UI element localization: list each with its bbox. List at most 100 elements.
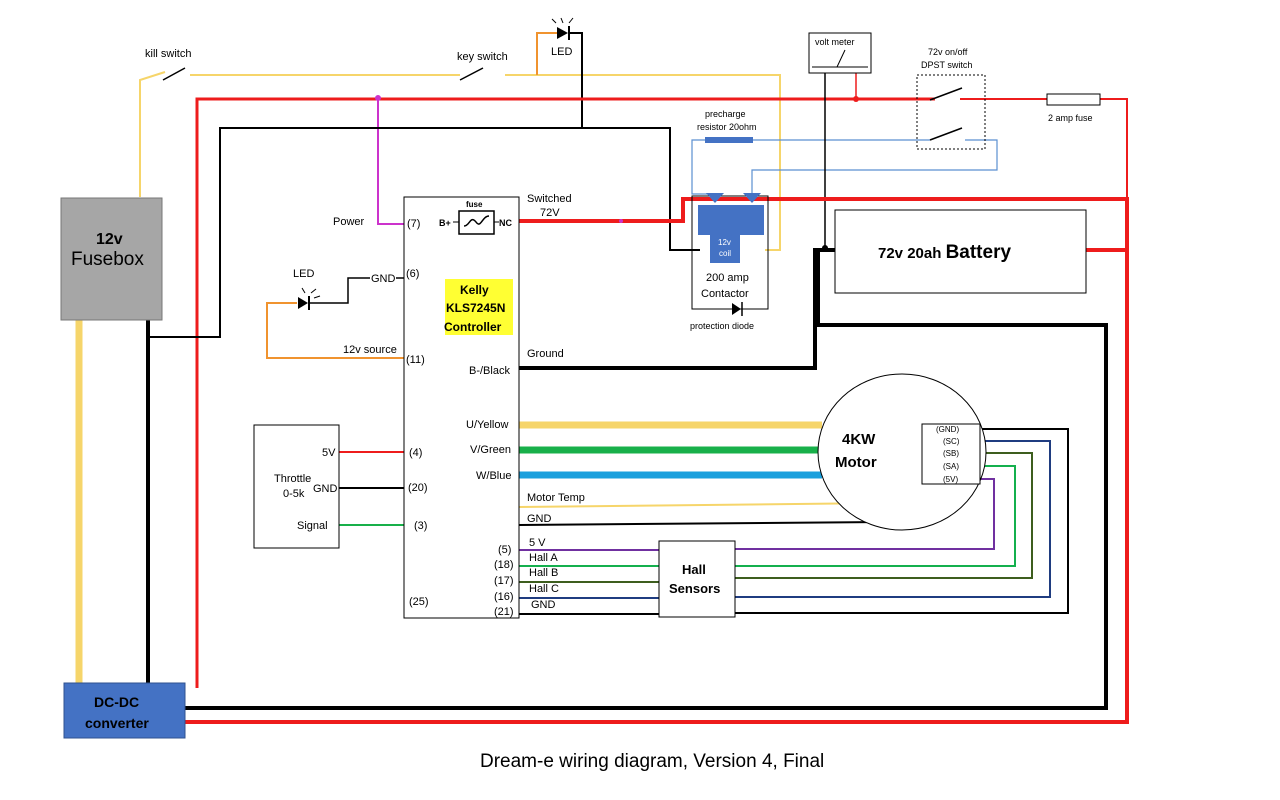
hall-sc-pin: (SC) xyxy=(943,437,960,446)
wire-precharge-blue xyxy=(691,139,715,195)
throttle-signal: Signal xyxy=(297,520,328,532)
controller-fuse-label: fuse xyxy=(466,200,483,209)
wire-72v-red-thin xyxy=(195,97,935,688)
pin-17: (17) xyxy=(494,575,514,587)
pin-11: (11) xyxy=(406,354,425,366)
dcdc-converter xyxy=(63,682,186,739)
fusebox xyxy=(60,197,163,321)
precharge-label-1: precharge xyxy=(705,109,746,119)
wire-72v-switched xyxy=(185,197,1129,724)
hall-5v-pin: (5V) xyxy=(943,475,958,484)
power-label: Power xyxy=(333,216,365,228)
wire-power-magenta xyxy=(377,98,404,225)
wire-72v-red-fuse xyxy=(1100,98,1128,200)
hall-sensors-label-2: Sensors xyxy=(669,581,720,596)
controller xyxy=(403,196,520,619)
wire-ground-black-main xyxy=(185,250,1108,710)
switched-label-1: Switched xyxy=(527,193,572,205)
wire-dpst-blue xyxy=(751,139,998,194)
diagram-caption: Dream-e wiring diagram, Version 4, Final xyxy=(480,751,824,772)
led-top-icon xyxy=(551,17,574,40)
throttle-gnd: GND xyxy=(313,483,338,495)
dpst-label-2: DPST switch xyxy=(921,60,972,70)
hall-c-label: Hall C xyxy=(529,583,559,595)
gnd-temp-label: GND xyxy=(527,513,552,525)
hall-a-label: Hall A xyxy=(529,552,558,564)
ground-label: Ground xyxy=(527,348,564,360)
led-left-label: LED xyxy=(293,268,314,280)
pin-7: (7) xyxy=(407,218,420,230)
kill-switch-icon xyxy=(162,67,186,81)
v-green-label: V/Green xyxy=(470,444,511,456)
throttle-label-2: 0-5k xyxy=(283,488,305,500)
wire-12v-yellow-top xyxy=(139,71,166,197)
fuse-2amp xyxy=(1046,93,1101,106)
volt-meter xyxy=(808,32,872,74)
gnd-6-label: GND xyxy=(371,273,396,285)
protection-diode-icon xyxy=(732,302,743,316)
coil-label-1: 12v xyxy=(718,238,731,247)
key-switch-label: key switch xyxy=(457,51,508,63)
coil-label-2: coil xyxy=(719,249,731,258)
fusebox-label-2: Fusebox xyxy=(71,249,144,270)
protection-diode-label: protection diode xyxy=(690,321,754,331)
led-top-label: LED xyxy=(551,46,572,58)
pin-16: (16) xyxy=(494,591,514,603)
motor-label-1: 4KW xyxy=(842,431,876,448)
precharge-resistor xyxy=(705,137,753,143)
kill-switch-label: kill switch xyxy=(145,48,191,60)
wire-black-contactor xyxy=(150,127,700,338)
dpst-switch xyxy=(916,74,986,150)
hall-gnd-pin: (GND) xyxy=(936,425,959,434)
contactor xyxy=(691,193,769,310)
throttle-label-1: Throttle xyxy=(274,473,311,485)
wire-led-left-black xyxy=(310,277,370,304)
b-plus-label: B+ xyxy=(439,218,451,228)
pin-20: (20) xyxy=(408,482,428,494)
motor-hall-connector xyxy=(921,423,981,485)
hall-sa-pin: (SA) xyxy=(943,462,959,471)
hall-sensors xyxy=(658,540,736,618)
pin-5: (5) xyxy=(498,544,511,556)
dpst-label-1: 72v on/off xyxy=(928,47,968,57)
wire-ground-black xyxy=(518,248,835,370)
pin-4: (4) xyxy=(409,447,422,459)
u-yellow-label: U/Yellow xyxy=(466,419,508,431)
pin-21: (21) xyxy=(494,606,514,618)
led-left-icon xyxy=(298,287,321,310)
dcdc-label-2: converter xyxy=(85,715,149,731)
switched-label-2: 72V xyxy=(540,207,560,219)
wire-motor-temp xyxy=(518,502,886,508)
wire-led-top-black xyxy=(569,32,583,128)
contactor-label-1: 200 amp xyxy=(706,272,749,284)
volt-meter-label: volt meter xyxy=(815,37,855,47)
pin-18: (18) xyxy=(494,559,514,571)
precharge-label-2: resistor 20ohm xyxy=(697,122,757,132)
pin-25: (25) xyxy=(409,596,429,608)
b-minus-label: B-/Black xyxy=(469,365,510,377)
contactor-label-2: Contactor xyxy=(701,288,749,300)
throttle xyxy=(253,424,340,549)
dcdc-label-1: DC-DC xyxy=(94,694,139,710)
motor xyxy=(817,373,987,531)
fusebox-label-1: 12v xyxy=(96,231,123,248)
throttle-5v: 5V xyxy=(322,447,336,459)
wire-led-top-orange xyxy=(536,32,557,75)
hall-sensors-label-1: Hall xyxy=(682,562,706,577)
fuse-2amp-label: 2 amp fuse xyxy=(1048,113,1093,123)
nc-label: NC xyxy=(499,218,512,228)
key-switch-icon xyxy=(459,67,484,81)
wire-12v-yellow-coil xyxy=(505,74,781,251)
pin-6: (6) xyxy=(406,268,419,280)
hall-gnd-label: GND xyxy=(531,599,556,611)
motor-label-2: Motor xyxy=(835,454,877,471)
battery-label: 72v 20ah Battery xyxy=(878,242,1011,263)
five-v-label: 5 V xyxy=(529,537,546,549)
w-blue-label: W/Blue xyxy=(476,470,511,482)
motor-temp-label: Motor Temp xyxy=(527,492,585,504)
wire-led-left-orange xyxy=(266,302,404,359)
source-12v-label: 12v source xyxy=(343,344,397,356)
controller-label-3: Controller xyxy=(444,320,502,334)
battery xyxy=(834,209,1087,294)
